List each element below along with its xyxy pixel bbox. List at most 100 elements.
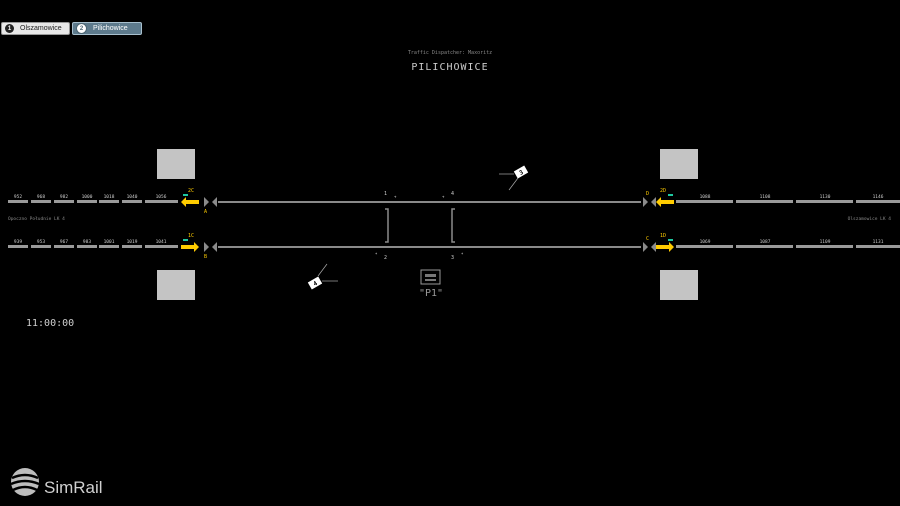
clock: 11:00:00 [26,318,75,329]
block-label: 1019 [127,239,138,245]
dispatcher-label: Traffic Dispatcher: Maxoritz [407,50,493,56]
train-number: 4 [312,280,319,288]
block-segment[interactable] [145,200,178,203]
signal-indicator [183,239,188,241]
block-label: 953 [37,239,45,245]
switch-marker: + [394,194,397,199]
block-label: 1108 [760,194,771,200]
signal-name: 1D [660,233,666,239]
block-segment[interactable] [77,200,97,203]
block-segment[interactable] [676,200,733,203]
block-segment[interactable] [856,245,900,248]
train-marker-4[interactable]: 4 [307,276,323,290]
tab-number-1: 1 [5,24,14,33]
brand-name: SimRail [44,478,103,497]
block-label: 1130 [820,194,831,200]
block-segment[interactable] [796,245,853,248]
arrow-right-icon[interactable] [181,242,199,252]
block-segment[interactable] [736,200,793,203]
block-label: 1018 [104,194,115,200]
block-segment[interactable] [54,200,74,203]
signal-box-top-left[interactable] [157,149,195,179]
block-label: 1088 [700,194,711,200]
platform-icon[interactable] [420,269,441,285]
track-end-icon [643,242,648,252]
station-track-2[interactable] [218,246,641,248]
block-label: 1109 [820,239,831,245]
block-segment[interactable] [796,200,853,203]
switch-label[interactable]: 1 [384,191,387,197]
block-label: 1001 [104,239,115,245]
switch-label[interactable]: 4 [451,191,454,197]
switch-marker: * [375,252,378,257]
tab-label-pilichowice: Pilichowice [93,25,128,32]
block-segment[interactable] [856,200,900,203]
block-label: 982 [60,194,68,200]
train-number: 3 [518,169,525,177]
track-end-icon [204,197,209,207]
block-segment[interactable] [736,245,793,248]
signal-name: 2D [660,188,666,194]
signal-letter: D [646,191,649,197]
simrail-logo-icon [10,468,40,496]
block-segment[interactable] [31,200,51,203]
track-end-icon [643,197,648,207]
signal-name: 1C [188,233,194,239]
block-segment[interactable] [99,200,119,203]
block-label: 1056 [156,194,167,200]
switch-marker: + [442,194,445,199]
block-segment[interactable] [31,245,51,248]
arrow-right-icon[interactable] [656,242,674,252]
tab-olszamowice[interactable]: 1 Olszamowice [1,22,70,35]
track-end-icon [651,242,656,252]
train-pointer [317,263,328,277]
block-segment[interactable] [99,245,119,248]
tab-label-olszamowice: Olszamowice [20,25,62,32]
block-segment[interactable] [122,245,142,248]
crossover-right[interactable] [451,208,455,243]
block-label: 968 [37,194,45,200]
signal-name: 2C [188,188,194,194]
block-segment[interactable] [8,200,28,203]
line-label-right: Olszamowice LK 4 [848,216,892,222]
block-label: 983 [83,239,91,245]
block-segment[interactable] [676,245,733,248]
block-label: 1087 [760,239,771,245]
tab-pilichowice[interactable]: 2 Pilichowice [72,22,142,35]
signal-letter: A [204,209,207,215]
block-segment[interactable] [8,245,28,248]
train-pointer [508,177,519,191]
signal-letter: B [204,254,207,260]
switch-label[interactable]: 2 [384,255,387,261]
signal-indicator [183,194,188,196]
arrow-left-icon[interactable] [181,197,199,207]
track-end-icon [204,242,209,252]
switch-label[interactable]: 3 [451,255,454,261]
signal-box-bottom-right[interactable] [660,270,698,300]
arrow-left-icon[interactable] [656,197,674,207]
block-segment[interactable] [77,245,97,248]
tab-number-2: 2 [76,23,87,34]
block-segment[interactable] [145,245,178,248]
track-end-icon [651,197,656,207]
block-label: 1131 [873,239,884,245]
block-segment[interactable] [122,200,142,203]
signal-box-bottom-left[interactable] [157,270,195,300]
station-track-1[interactable] [218,201,641,203]
block-segment[interactable] [54,245,74,248]
line-label-left: Opoczno Południe LK 4 [8,216,65,222]
block-label: 1146 [873,194,884,200]
block-label: 1000 [82,194,93,200]
signal-box-top-right[interactable] [660,149,698,179]
track-end-icon [212,197,217,207]
crossover-left[interactable] [385,208,389,243]
platform-label: "P1" [419,288,443,299]
switch-marker: * [461,252,464,257]
track-end-icon [212,242,217,252]
signal-letter: C [646,236,649,242]
block-label: 939 [14,239,22,245]
signal-indicator [668,239,673,241]
train-marker-3[interactable]: 3 [513,165,529,179]
signal-indicator [668,194,673,196]
